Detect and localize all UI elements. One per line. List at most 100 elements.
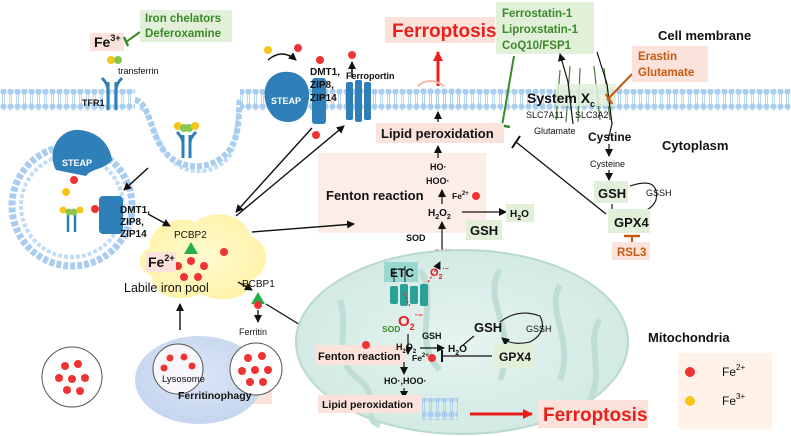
cell-membrane-label: Cell membrane: [658, 28, 751, 43]
system-xc-label: System Xc: [527, 90, 595, 109]
chelator-inhibit-bar: [122, 36, 130, 47]
fe2-exported: [348, 51, 356, 59]
ferroptosis-top-box: [385, 17, 495, 43]
erastin-box: [632, 46, 708, 82]
gpx4-cyto-box: [608, 209, 650, 233]
slc7a11-label: SLC7A11: [526, 110, 564, 120]
svg-text:ZIP14: ZIP14: [310, 93, 337, 104]
sod-cyto-label: SOD: [406, 233, 426, 243]
cystine-import-path: [596, 51, 613, 141]
ferritinophagy-label: Ferritinophagy: [178, 390, 252, 402]
rsl3-label: RSL3: [617, 247, 646, 259]
dmt1-membrane-label: DMT1, ZIP8, ZIP14: [310, 67, 340, 104]
glutamate-export-path: [558, 53, 574, 125]
ho-radical-label: HO·: [430, 162, 447, 172]
fe3-top-box: [90, 33, 124, 51]
inhibitors-box: [496, 2, 594, 54]
fenton-top-fe2: [472, 192, 480, 200]
gsh-mito-small-label: GSH: [422, 331, 442, 341]
fenton-mito-label: Fenton reaction: [318, 351, 401, 363]
svg-text:ZIP8,: ZIP8,: [310, 80, 334, 91]
h2o-mito-label: H2O: [448, 344, 467, 357]
gpx4-inhibit-line: [515, 141, 607, 215]
fe2-small-label: Fe2+: [452, 191, 469, 201]
steap-endosome-label: STEAP: [62, 158, 92, 168]
legend-box: [678, 353, 772, 429]
gssh-mito-label: GSSH: [526, 324, 552, 334]
erastin-label: Erastin: [638, 51, 677, 63]
lipid-perox-mito-label: Lipid peroxidation: [322, 399, 413, 411]
etc-leak-arrow: [427, 261, 441, 283]
h2o-top-label: H2O: [510, 209, 529, 222]
pool-to-ferroportin-arrow: [235, 125, 345, 217]
labile-pool-label: Labile iron pool: [124, 281, 209, 295]
svg-text:DMT1,: DMT1,: [120, 205, 150, 216]
lipid-perox-top-label: Lipid peroxidation: [381, 126, 494, 141]
lysosome-label: Lysosome: [162, 374, 205, 385]
glutamate-label: Glutamate: [534, 126, 576, 136]
etc-label: ETC: [390, 266, 414, 280]
pcbp1-fe2: [254, 301, 262, 309]
gssh-cyto-label: GSSH: [646, 188, 672, 198]
cystine-label: Cystine: [588, 130, 632, 144]
gsh-cyto-box: [594, 181, 628, 203]
fe2-pool-box: [146, 252, 176, 272]
fenton-top-label: Fenton reaction: [326, 188, 424, 203]
h2o-top-box: [506, 204, 534, 222]
fe2-outside-b: [316, 56, 324, 64]
autophagosome-fe-cluster: [55, 360, 89, 395]
inhibitor-line: [501, 55, 515, 127]
etc-complex-icon: [390, 266, 428, 306]
gpx4-mito-label: GPX4: [499, 350, 531, 364]
inhibitor-ferrostatin: Ferrostatin-1: [502, 8, 573, 20]
hoo-radical-label: HOO·: [426, 176, 450, 186]
ferroptosis-top-label: Ferroptosis: [392, 21, 497, 42]
pcbp2-icon: [184, 242, 198, 254]
endosome-to-pool-arrow: [147, 213, 171, 227]
svg-text:DMT1,: DMT1,: [310, 67, 340, 78]
cell-membrane: [0, 89, 791, 174]
labile-pool-fe2-cluster: [174, 248, 228, 281]
ruptured-lipid-icon: [417, 80, 462, 110]
endosome-fe2: [91, 205, 99, 213]
ferritin-fe-cluster: [238, 352, 272, 386]
lysosome-fe-cluster: [160, 353, 196, 372]
endosome-fe3: [62, 188, 70, 196]
dmt1-endosome-label: DMT1, ZIP8, ZIP14: [120, 205, 150, 240]
endosome-tfr1-icon: [59, 206, 84, 232]
slc3a2-label: SLC3A2: [575, 110, 609, 120]
dmt1-to-pool-arrow: [235, 127, 313, 213]
o2-mito-a-label: O2·−: [430, 266, 449, 281]
erastin-inhibit-bar: [604, 93, 614, 105]
fe2-mito-label: Fe2+: [412, 353, 429, 363]
fe2-mito-dot: [428, 354, 436, 362]
pcbp2-label: PCBP2: [174, 230, 207, 241]
gsh-mito-label: GSH: [474, 320, 502, 335]
steap-reduction-arrow: [267, 52, 297, 61]
gpx4-mito-box: [494, 344, 534, 368]
gsh-to-h2o-mito-line: [461, 335, 475, 347]
svg-text:ZIP8,: ZIP8,: [120, 217, 144, 228]
iron-chelators-label: Iron chelators: [145, 13, 221, 25]
etc-leak-arrow-b: [403, 291, 411, 307]
ferritin-label: Ferritin: [239, 327, 267, 337]
lipid-perox-mito-box: [318, 395, 422, 413]
legend-fe3-label: Fe3+: [722, 392, 745, 408]
transferrin-label: transferrin: [118, 66, 159, 76]
cysteine-label: Cysteine: [590, 159, 625, 169]
gsh-top-box: [466, 220, 502, 240]
fe2-pool-label: Fe2+: [148, 253, 175, 270]
fenton-mito-box: [316, 345, 406, 365]
deferoxamine-label: Deferoxamine: [145, 28, 221, 40]
legend-fe2-label: Fe2+: [722, 363, 745, 379]
tfr1-pit-icon: [174, 122, 199, 158]
pool-to-fenton-arrow: [251, 220, 355, 233]
steap-membrane-icon: [264, 71, 310, 122]
h2o2-mito-label: H2O2: [396, 342, 417, 355]
glutamate-inhibitor-label: Glutamate: [638, 67, 694, 79]
legend-fe2-swatch: [685, 367, 695, 377]
steap-membrane-label: STEAP: [271, 96, 301, 106]
inhibitor-coq10: CoQ10/FSP1: [502, 40, 572, 52]
cytoplasm-label: Cytoplasm: [662, 138, 728, 153]
